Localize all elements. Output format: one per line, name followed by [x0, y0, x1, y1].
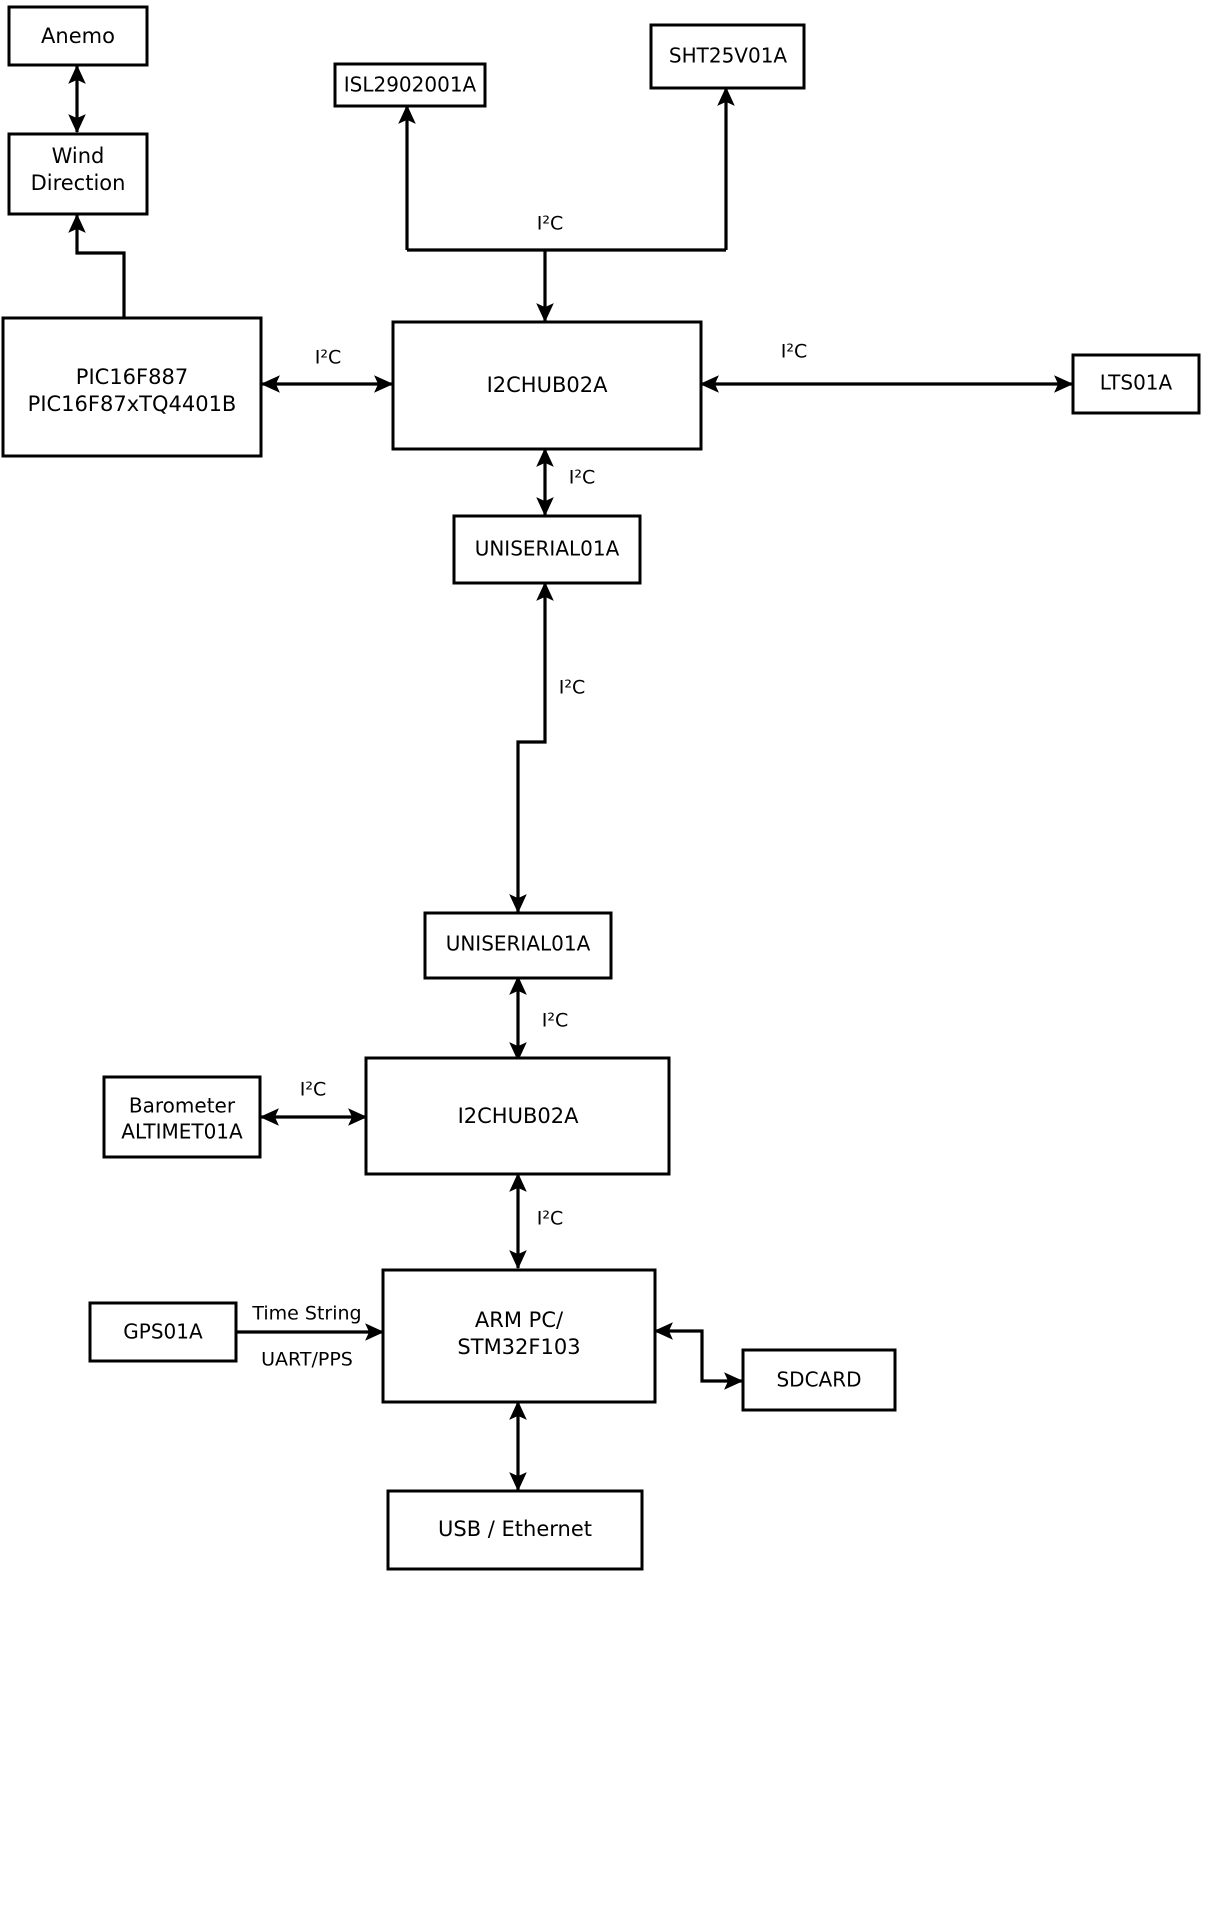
node-label-wind-direction-line2: Direction — [31, 171, 126, 195]
edge-label-hub-sensors: I²C — [537, 213, 564, 235]
node-sdcard[interactable]: SDCARD — [741, 1348, 897, 1412]
edge-uniserial-hub-bot: I²C — [509, 975, 569, 1062]
edge-barometer-hub: I²C — [259, 1079, 368, 1126]
edge-line-pic-wind — [68, 213, 126, 318]
edge-label-hub-lts: I²C — [781, 341, 808, 363]
node-rect-lts[interactable] — [1071, 353, 1201, 415]
node-label-i2chub-top: I2CHUB02A — [487, 373, 609, 397]
node-barometer[interactable]: Barometer ALTIMET01A — [102, 1075, 262, 1159]
edge-pic-hub: I²C — [260, 347, 394, 393]
node-label-uniserial-top: UNISERIAL01A — [475, 537, 620, 561]
node-label-wind-direction-line1: Wind — [52, 144, 105, 168]
node-label-isl: ISL2902001A — [344, 73, 477, 97]
node-uniserial-top[interactable]: UNISERIAL01A — [452, 514, 642, 585]
node-sht[interactable]: SHT25V01A — [649, 23, 806, 90]
edge-label-barometer-hub: I²C — [300, 1079, 327, 1101]
node-label-pic-line1: PIC16F887 — [76, 365, 188, 389]
node-rect-pic[interactable] — [1, 316, 263, 458]
edge-label-hub-arm: I²C — [537, 1208, 564, 1230]
node-rect-i2chub-top[interactable] — [391, 320, 703, 451]
node-label-arm-pc-line2: STM32F103 — [457, 1335, 580, 1359]
node-arm-pc[interactable]: ARM PC/ STM32F103 — [381, 1268, 657, 1404]
node-pic[interactable]: PIC16F887 PIC16F87xTQ4401B — [1, 316, 263, 458]
edge-label-hub-uniserial: I²C — [569, 467, 596, 489]
edge-label-uniserial-hub-bot: I²C — [542, 1010, 569, 1032]
edge-line-uniserial-chain — [509, 581, 554, 914]
node-rect-anemo[interactable] — [7, 5, 149, 67]
node-label-anemo: Anemo — [41, 24, 115, 48]
node-rect-sht[interactable] — [649, 23, 806, 90]
edge-label-gps-arm-bottom: UART/PPS — [261, 1349, 353, 1371]
node-rect-sdcard[interactable] — [741, 1348, 897, 1412]
node-rect-uniserial-bottom[interactable] — [423, 911, 613, 980]
node-usb-ethernet[interactable]: USB / Ethernet — [386, 1489, 644, 1571]
edge-uniserial-chain: I²C — [509, 581, 586, 914]
node-lts[interactable]: LTS01A — [1071, 353, 1201, 415]
edge-label-pic-hub: I²C — [315, 347, 342, 369]
edge-arm-sdcard — [653, 1322, 744, 1390]
edge-hub-lts: I²C — [699, 341, 1074, 393]
edge-label-uniserial-chain: I²C — [559, 677, 586, 699]
node-label-pic-line2: PIC16F87xTQ4401B — [28, 392, 237, 416]
node-rect-isl[interactable] — [333, 62, 487, 108]
node-rect-usb-ethernet[interactable] — [386, 1489, 644, 1571]
node-label-sht: SHT25V01A — [669, 44, 788, 68]
node-rect-barometer[interactable] — [102, 1075, 262, 1159]
node-label-sdcard: SDCARD — [776, 1368, 861, 1392]
edge-label-gps-arm-top: Time String — [251, 1303, 361, 1325]
edge-gps-arm: Time String UART/PPS — [237, 1303, 385, 1371]
node-label-i2chub-bottom: I2CHUB02A — [458, 1104, 580, 1128]
node-wind-direction[interactable]: Wind Direction — [7, 132, 149, 216]
node-anemo[interactable]: Anemo — [7, 5, 149, 67]
node-rect-wind-direction[interactable] — [7, 132, 149, 216]
node-rect-i2chub-bottom[interactable] — [364, 1056, 671, 1176]
node-label-gps: GPS01A — [123, 1320, 203, 1344]
node-label-arm-pc-line1: ARM PC/ — [475, 1308, 564, 1332]
node-label-barometer-line2: ALTIMET01A — [121, 1120, 243, 1144]
node-isl[interactable]: ISL2902001A — [333, 62, 487, 108]
node-label-uniserial-bottom: UNISERIAL01A — [446, 932, 591, 956]
node-rect-uniserial-top[interactable] — [452, 514, 642, 585]
node-rect-arm-pc[interactable] — [381, 1268, 657, 1404]
node-label-lts: LTS01A — [1100, 371, 1173, 395]
node-i2chub-bottom[interactable]: I2CHUB02A — [364, 1056, 671, 1176]
node-label-usb-ethernet: USB / Ethernet — [438, 1517, 592, 1541]
node-i2chub-top[interactable]: I2CHUB02A — [391, 320, 703, 451]
edge-hub-sensorbus: I²C — [398, 86, 735, 323]
edge-line-arm-sdcard — [653, 1322, 744, 1390]
node-uniserial-bottom[interactable]: UNISERIAL01A — [423, 911, 613, 980]
node-gps[interactable]: GPS01A — [88, 1301, 238, 1363]
node-rect-gps[interactable] — [88, 1301, 238, 1363]
edge-pic-wind — [68, 213, 126, 318]
edge-hub-arm: I²C — [509, 1172, 564, 1270]
edge-hub-uniserial-top: I²C — [536, 447, 596, 517]
node-label-barometer-line1: Barometer — [129, 1094, 236, 1118]
